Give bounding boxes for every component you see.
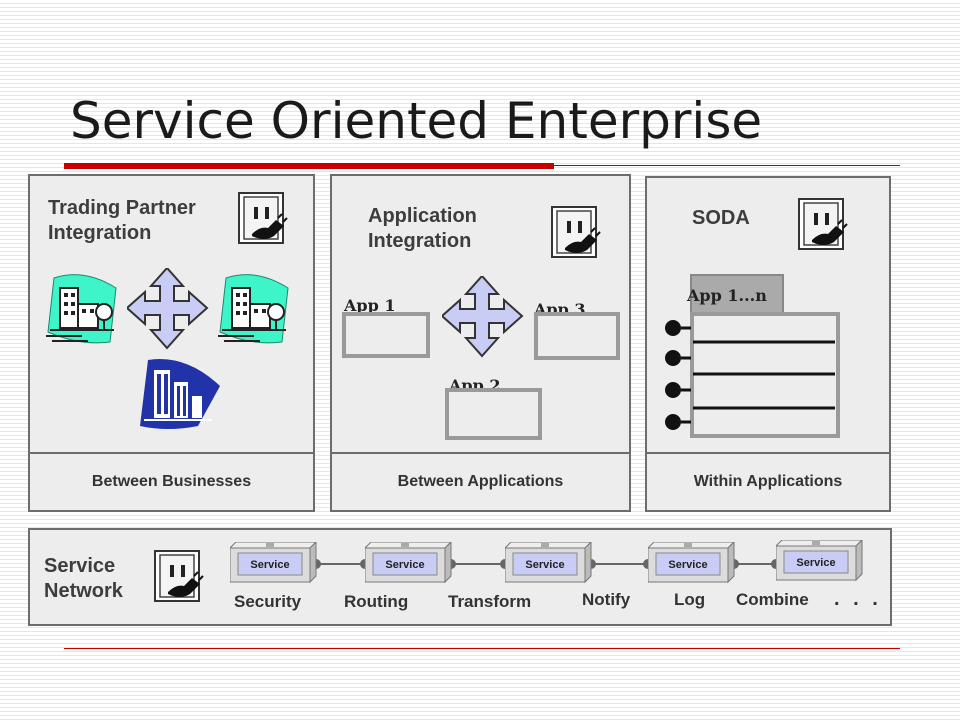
service-label-log: Log (674, 590, 706, 609)
panel-soda: SODA App 1...n Within Applications (645, 176, 891, 512)
title-underline (64, 163, 554, 169)
plug-icon (551, 206, 601, 258)
panel-title: Trading Partner Integration (48, 197, 196, 244)
service-label-transform: Transform (448, 592, 532, 611)
service-label-combine: Combine (736, 590, 809, 609)
panel-service-network: Service Network Service Service Service … (28, 528, 892, 626)
plug-icon (798, 198, 848, 250)
panel-title: Application Integration (368, 205, 477, 252)
app-range-label: App 1...n (687, 286, 767, 305)
app-1-label: App 1 (344, 296, 396, 315)
panel-title: Service Network (44, 555, 123, 602)
app-1-box (342, 312, 430, 358)
partner-building-icon (217, 273, 289, 344)
service-box-label: Service (796, 557, 836, 569)
panel-footer: Between Applications (332, 452, 629, 510)
panel-application-integration: Application Integration App 1 App 3 App … (330, 174, 631, 512)
slide-title: Service Oriented Enterprise (70, 92, 763, 150)
app-2-box (445, 388, 542, 440)
service-node-notify-log: Service (648, 542, 735, 583)
partner-building-icon (45, 273, 117, 344)
service-box-label: Service (385, 559, 425, 571)
service-box-label: Service (250, 559, 290, 571)
enterprise-building-icon (140, 359, 220, 429)
plug-icon (154, 550, 204, 602)
interface-lines-icon (665, 320, 835, 430)
four-way-arrow-icon (442, 276, 523, 357)
panel-footer: Between Businesses (30, 452, 313, 510)
panel-title: SODA (692, 207, 750, 229)
service-node-routing: Service (365, 542, 452, 583)
app-3-box (534, 312, 620, 360)
service-box-label: Service (668, 559, 708, 571)
bottom-rule (64, 648, 900, 649)
service-label-routing: Routing (344, 592, 409, 611)
service-label-security: Security (234, 592, 302, 611)
panel-trading-partner: Trading Partner Integration Between Busi… (28, 174, 315, 512)
plug-icon (238, 192, 288, 244)
service-box-label: Service (525, 559, 565, 571)
title-rule (554, 165, 900, 166)
panel-footer: Within Applications (647, 452, 889, 510)
four-way-arrow-icon (127, 268, 208, 349)
service-node-security: Service (230, 542, 317, 583)
service-node-combine: Service (776, 540, 863, 581)
service-node-transform: Service (505, 542, 592, 583)
service-label-notify: Notify (582, 590, 631, 609)
service-ellipsis: . . . (834, 588, 882, 610)
